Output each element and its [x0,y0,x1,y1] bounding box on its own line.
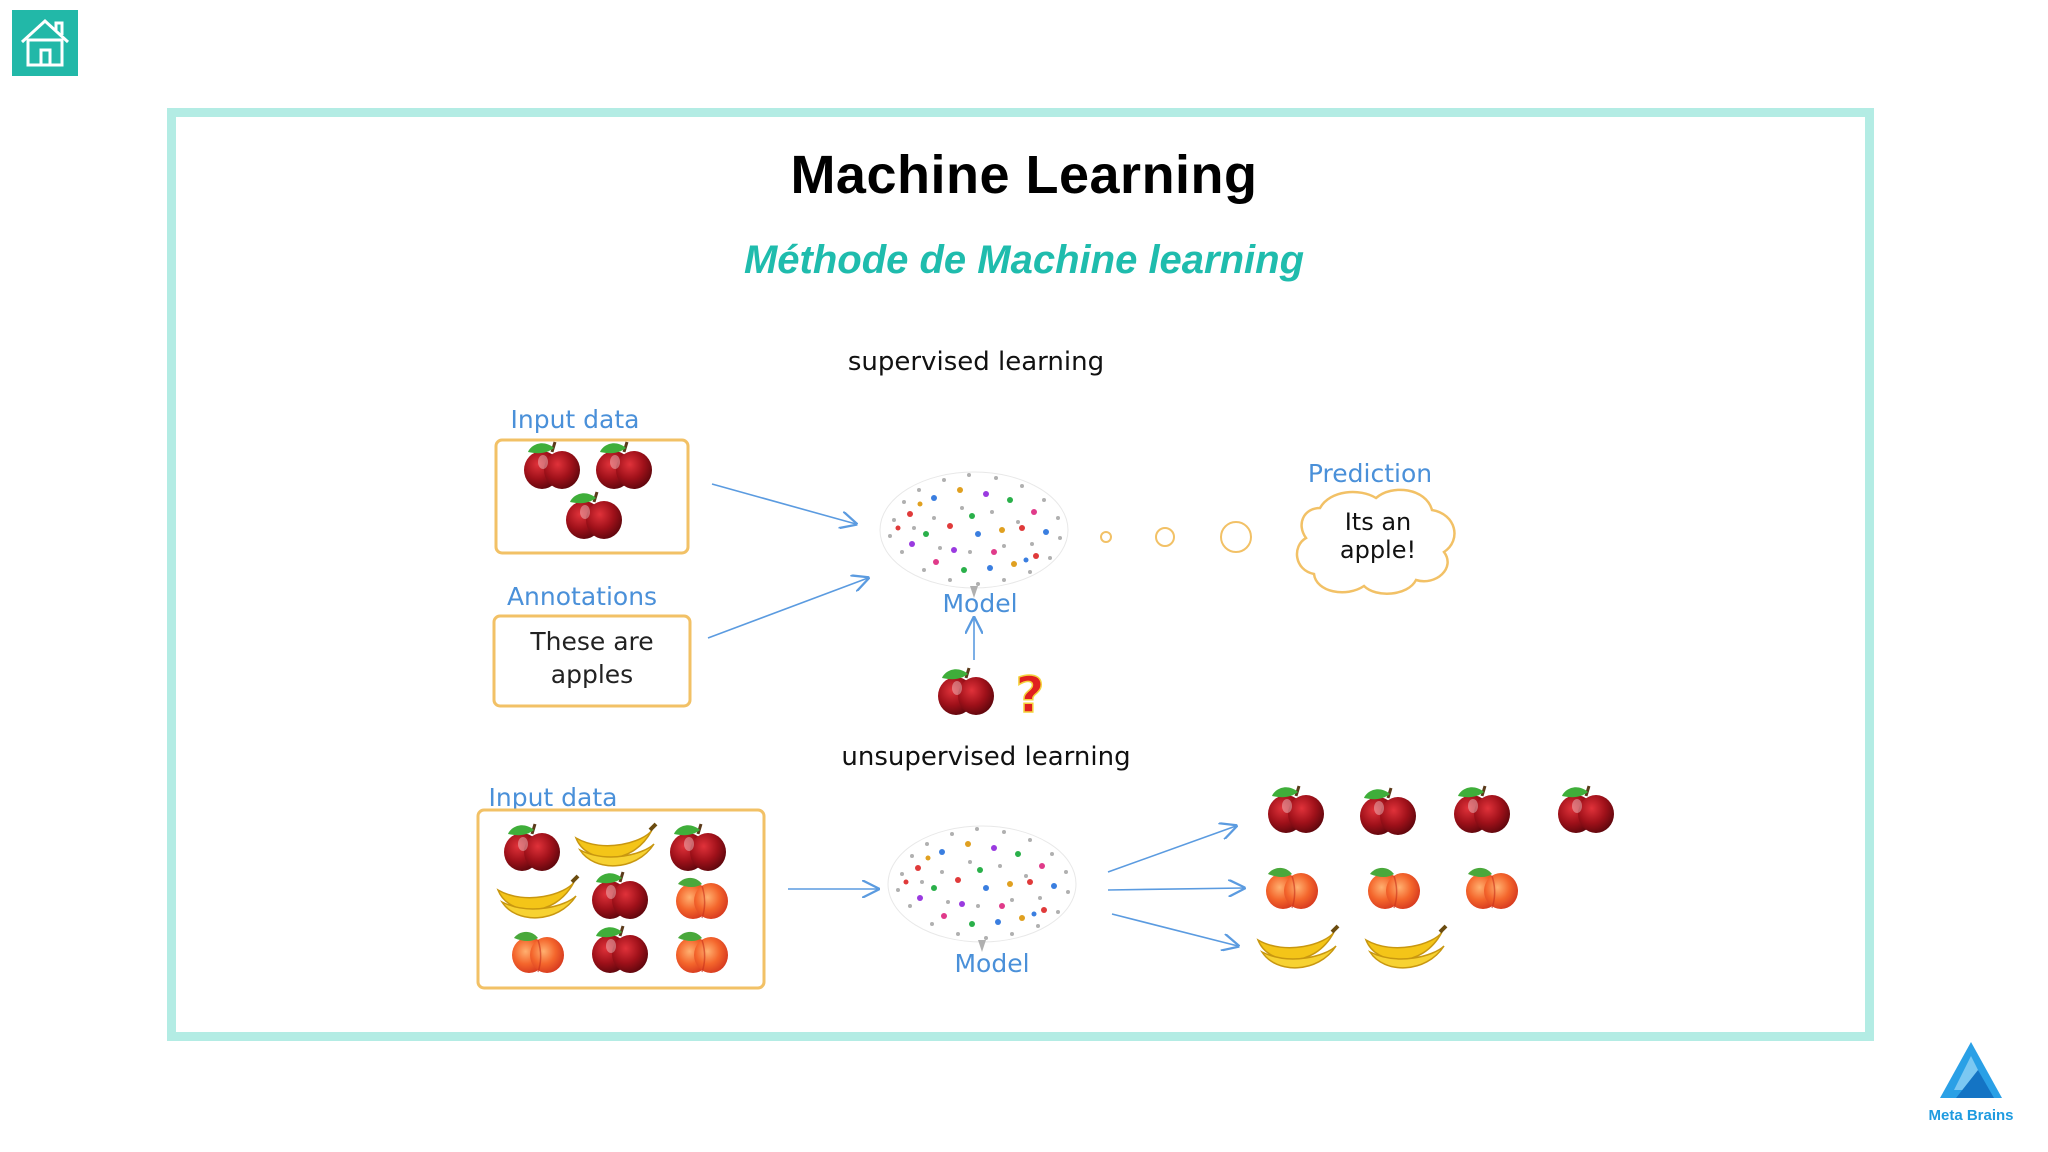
thought-dot-large [1220,521,1252,553]
thought-dot-medium [1155,527,1175,547]
apple-icon [522,440,582,491]
supervised-input-label: Input data [511,405,640,434]
model-brain-icon [879,471,1069,599]
peach-icon [511,931,565,974]
unsupervised-model-label: Model [954,949,1029,978]
slide-title: Machine Learning [790,145,1258,205]
annotations-box [492,614,692,708]
arrow-input-to-model [711,483,856,524]
banana-icon [1364,924,1448,970]
model-brain-icon [887,825,1077,953]
apple-icon [1266,784,1326,835]
apple-icon [594,440,654,491]
question-mark-icon: ? [1015,666,1044,724]
unsupervised-input-box [476,808,766,990]
peach-icon [1265,867,1319,910]
apple-icon [502,822,562,873]
apple-icon [1556,784,1616,835]
home-icon [20,18,70,67]
prediction-text-line1: Its an [1345,508,1412,536]
peach-icon [675,931,729,974]
arrow-model-to-peaches [1107,888,1244,890]
prediction-cloud [1295,488,1456,595]
arrow-model-to-bananas [1111,913,1238,946]
thought-dot-small [1100,531,1112,543]
apple-icon [590,870,650,921]
apple-icon [936,666,996,717]
brand-logo-icon [1940,1042,2002,1098]
annotation-text-line2: apples [551,660,633,689]
unsupervised-input-label: Input data [489,783,618,812]
peach-icon [1367,867,1421,910]
brand-name: Meta Brains [1928,1107,2014,1124]
peach-icon [675,877,729,920]
unsupervised-heading: unsupervised learning [841,742,1130,772]
apple-icon [564,490,624,541]
supervised-model-label: Model [942,589,1017,618]
supervised-heading: supervised learning [848,347,1104,377]
slide-frame [167,108,1874,1041]
arrow-model-to-apples [1107,826,1236,873]
home-button[interactable] [12,10,78,76]
peach-icon [1465,867,1519,910]
brand-logo: Meta Brains [1916,1040,2026,1126]
banana-icon [1256,924,1340,970]
supervised-input-box [494,438,690,555]
apple-icon [668,822,728,873]
banana-icon [574,822,658,868]
apple-icon [1452,784,1512,835]
apple-icon [1358,786,1418,837]
apple-icon [590,924,650,975]
prediction-text-line2: apple! [1340,536,1416,564]
arrow-annotations-to-model [707,578,868,639]
annotations-label: Annotations [507,582,657,611]
annotation-text-line1: These are [529,627,653,656]
prediction-label: Prediction [1308,459,1432,488]
slide-subtitle: Méthode de Machine learning [743,238,1305,282]
banana-icon [496,874,580,920]
